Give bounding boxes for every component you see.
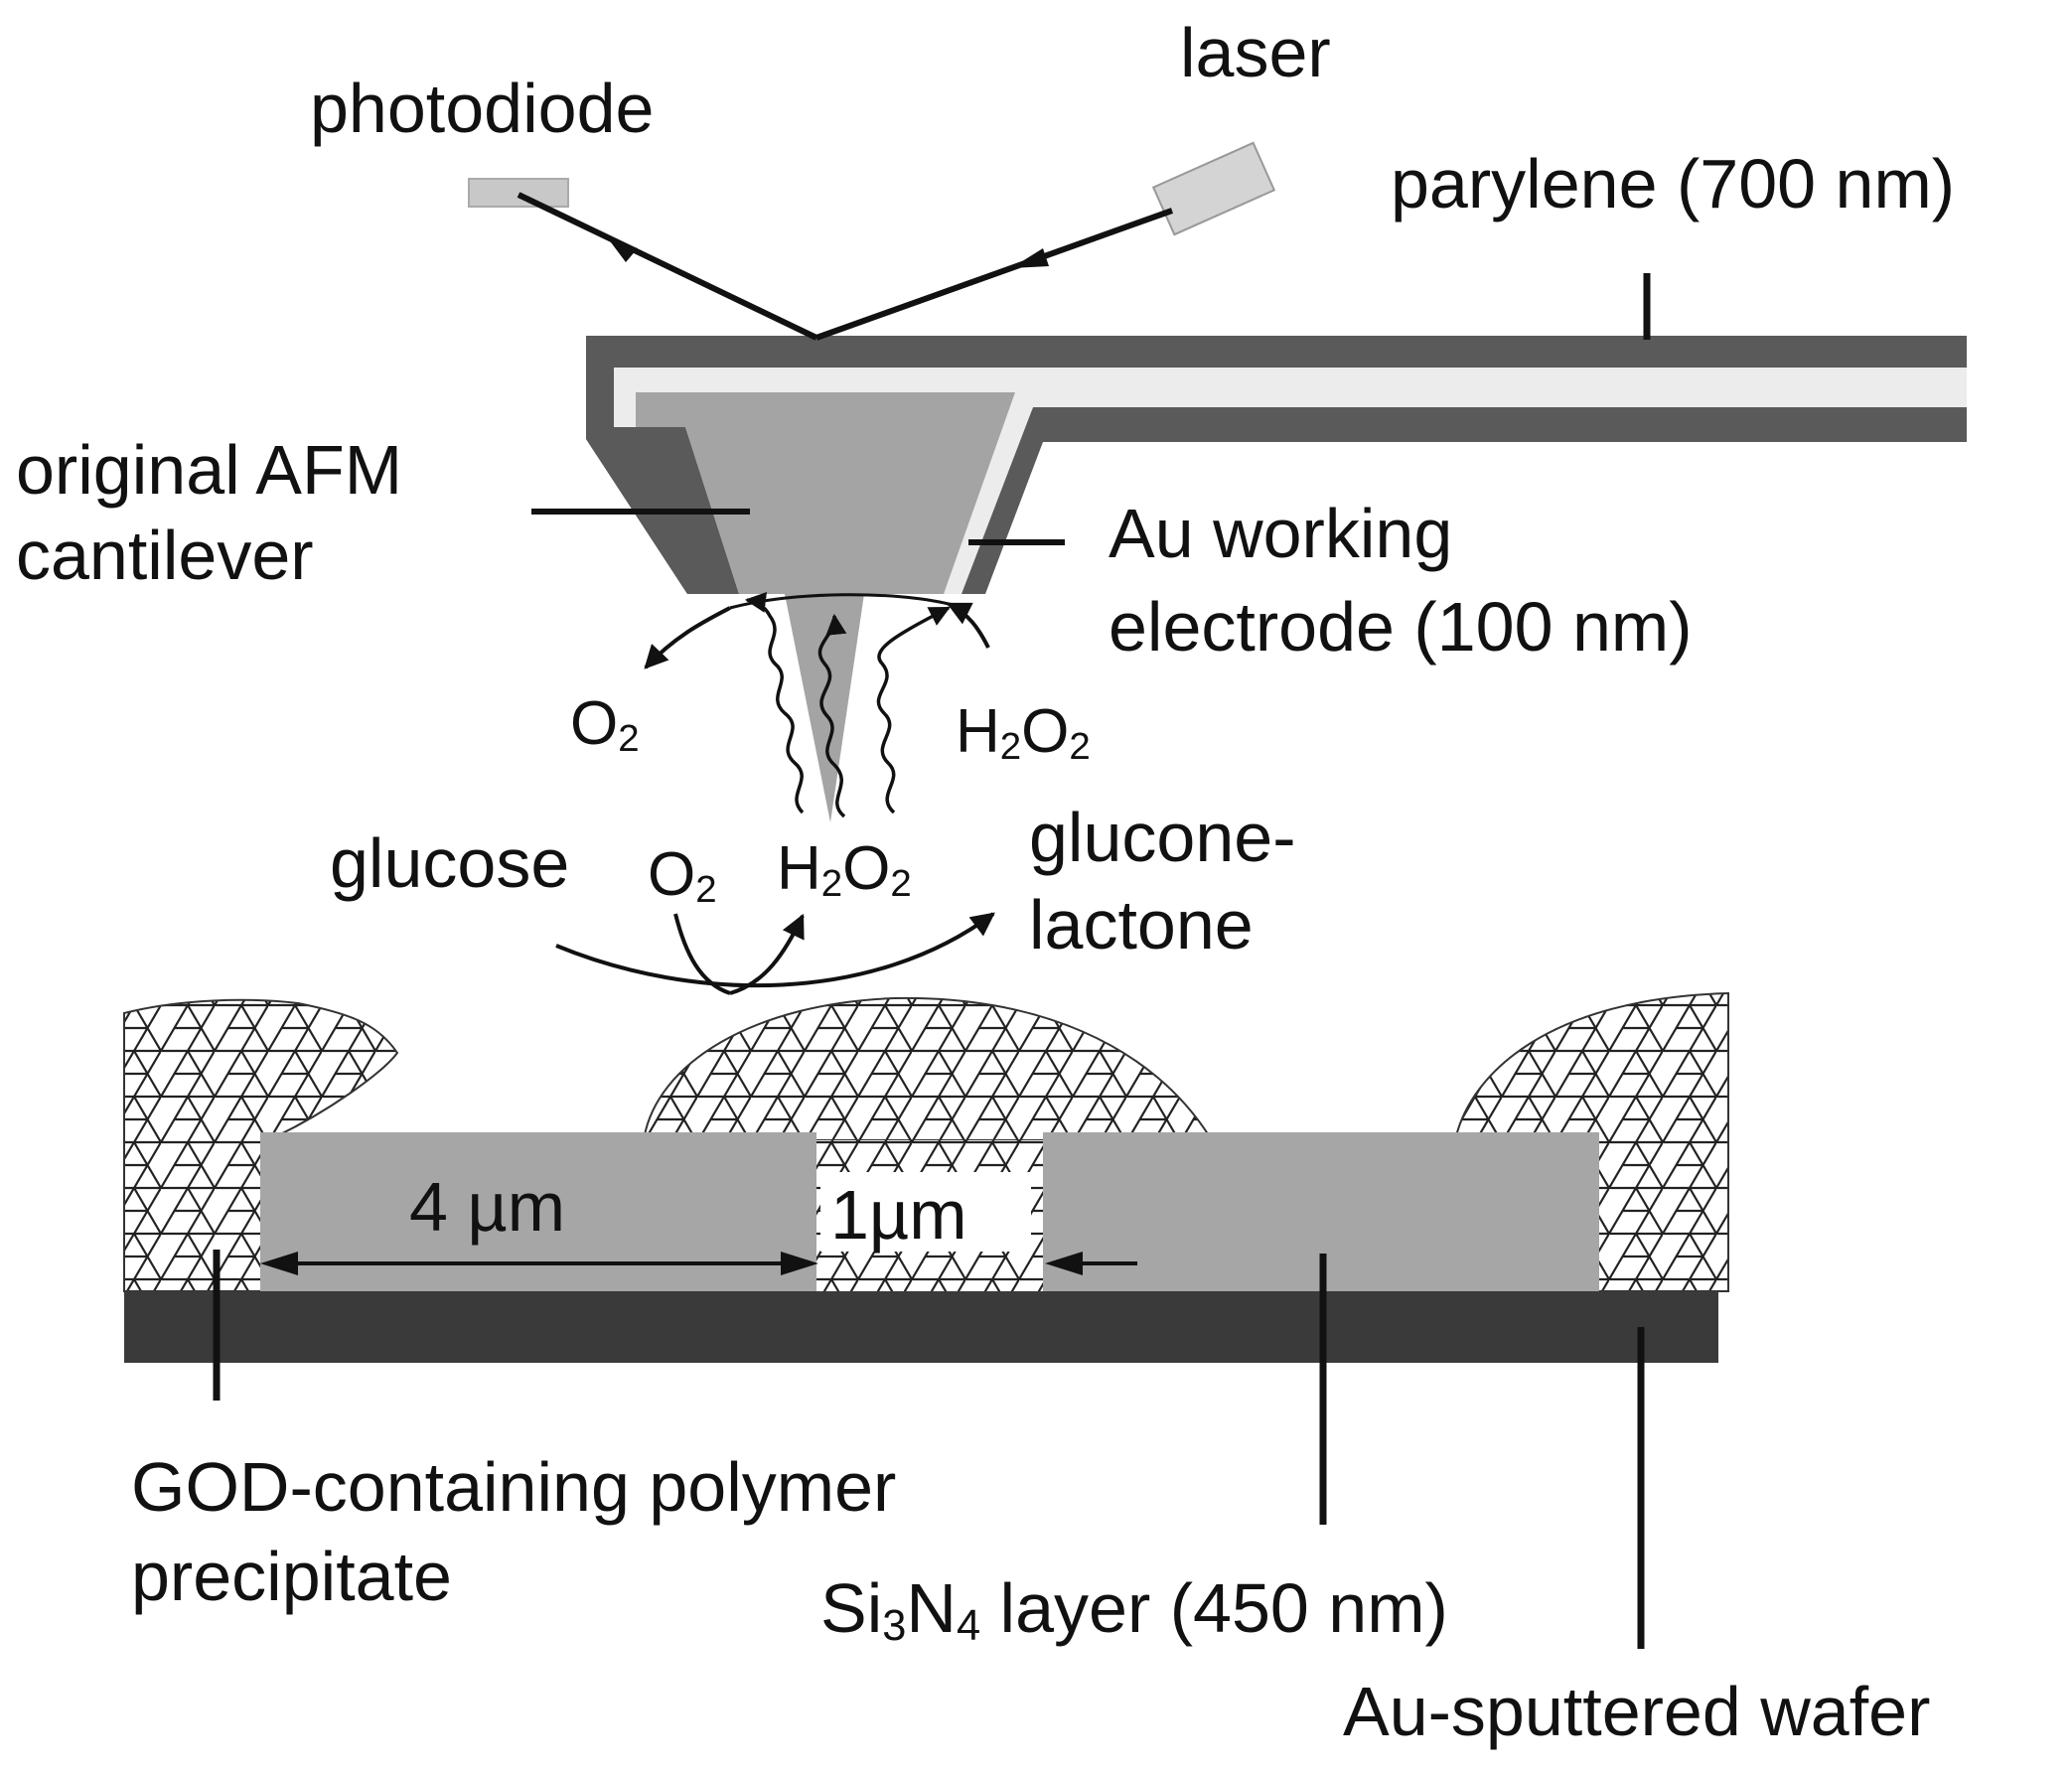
label-glucose: glucose: [330, 824, 570, 902]
laser-beam-incident-arrow: [1011, 248, 1049, 268]
reaction-arc-o2: [673, 913, 731, 995]
label-au-wafer: Au-sputtered wafer: [1343, 1673, 1931, 1750]
gap-label-backing: [820, 1172, 1031, 1252]
cantilever-sharp-tip: [785, 594, 864, 822]
label-au-electrode-line1: Au working: [1109, 495, 1453, 572]
label-cantilever-line2: cantilever: [16, 517, 314, 594]
laser-icon: [1151, 141, 1276, 236]
reaction-arc-main: [555, 912, 995, 988]
laser-beam-reflected-arrow: [608, 238, 638, 262]
reaction-arc-h2o2: [729, 913, 805, 995]
dimension-1um-arrow: [1045, 1252, 1083, 1275]
h2o2-in-arrow: [946, 602, 990, 649]
parylene-outline: [586, 336, 1967, 594]
label-dimension-1um: 1µm: [830, 1176, 967, 1254]
label-tip-o2: O2: [570, 689, 640, 760]
laser-beam-incident: [814, 208, 1174, 341]
label-gluconolactone-line1: glucone-: [1029, 799, 1296, 876]
label-parylene: parylene (700 nm): [1391, 145, 1956, 222]
polymer-center: [642, 996, 1214, 1141]
label-god-polymer-line1: GOD-containing polymer: [131, 1448, 897, 1526]
laser-beam-reflected: [517, 192, 818, 341]
label-god-polymer-line2: precipitate: [131, 1538, 452, 1615]
label-laser: laser: [1180, 14, 1331, 91]
o2-out-arrow: [644, 606, 731, 669]
wavy-line-center: [817, 613, 847, 818]
label-cantilever-line1: original AFM: [16, 431, 403, 509]
wavy-line-left: [744, 591, 805, 814]
wavy-line-right: [876, 606, 951, 814]
label-photodiode: photodiode: [310, 70, 655, 147]
photodiode-icon: [468, 178, 569, 208]
label-au-electrode-line2: electrode (100 nm): [1109, 588, 1693, 665]
au-sputtered-wafer: [124, 1291, 1718, 1363]
label-si3n4-layer: Si3N4 layer (450 nm): [820, 1569, 1448, 1650]
polymer-right: [1453, 991, 1729, 1292]
si3n4-block-left: [260, 1132, 816, 1293]
cantilever-tip-body: [636, 392, 1015, 594]
label-tip-h2o2: H2O2: [956, 697, 1091, 768]
dimension-4um-arrow-right: [781, 1252, 818, 1275]
label-dimension-4um: 4 µm: [409, 1168, 566, 1246]
label-reaction-o2: O2: [648, 840, 717, 911]
au-working-electrode-layer: [614, 368, 1967, 594]
label-reaction-h2o2: H2O2: [777, 834, 912, 905]
parylene-right-outer: [952, 407, 1967, 594]
dimension-4um-arrow-left: [260, 1252, 298, 1275]
label-gluconolactone-line2: lactone: [1029, 886, 1254, 963]
